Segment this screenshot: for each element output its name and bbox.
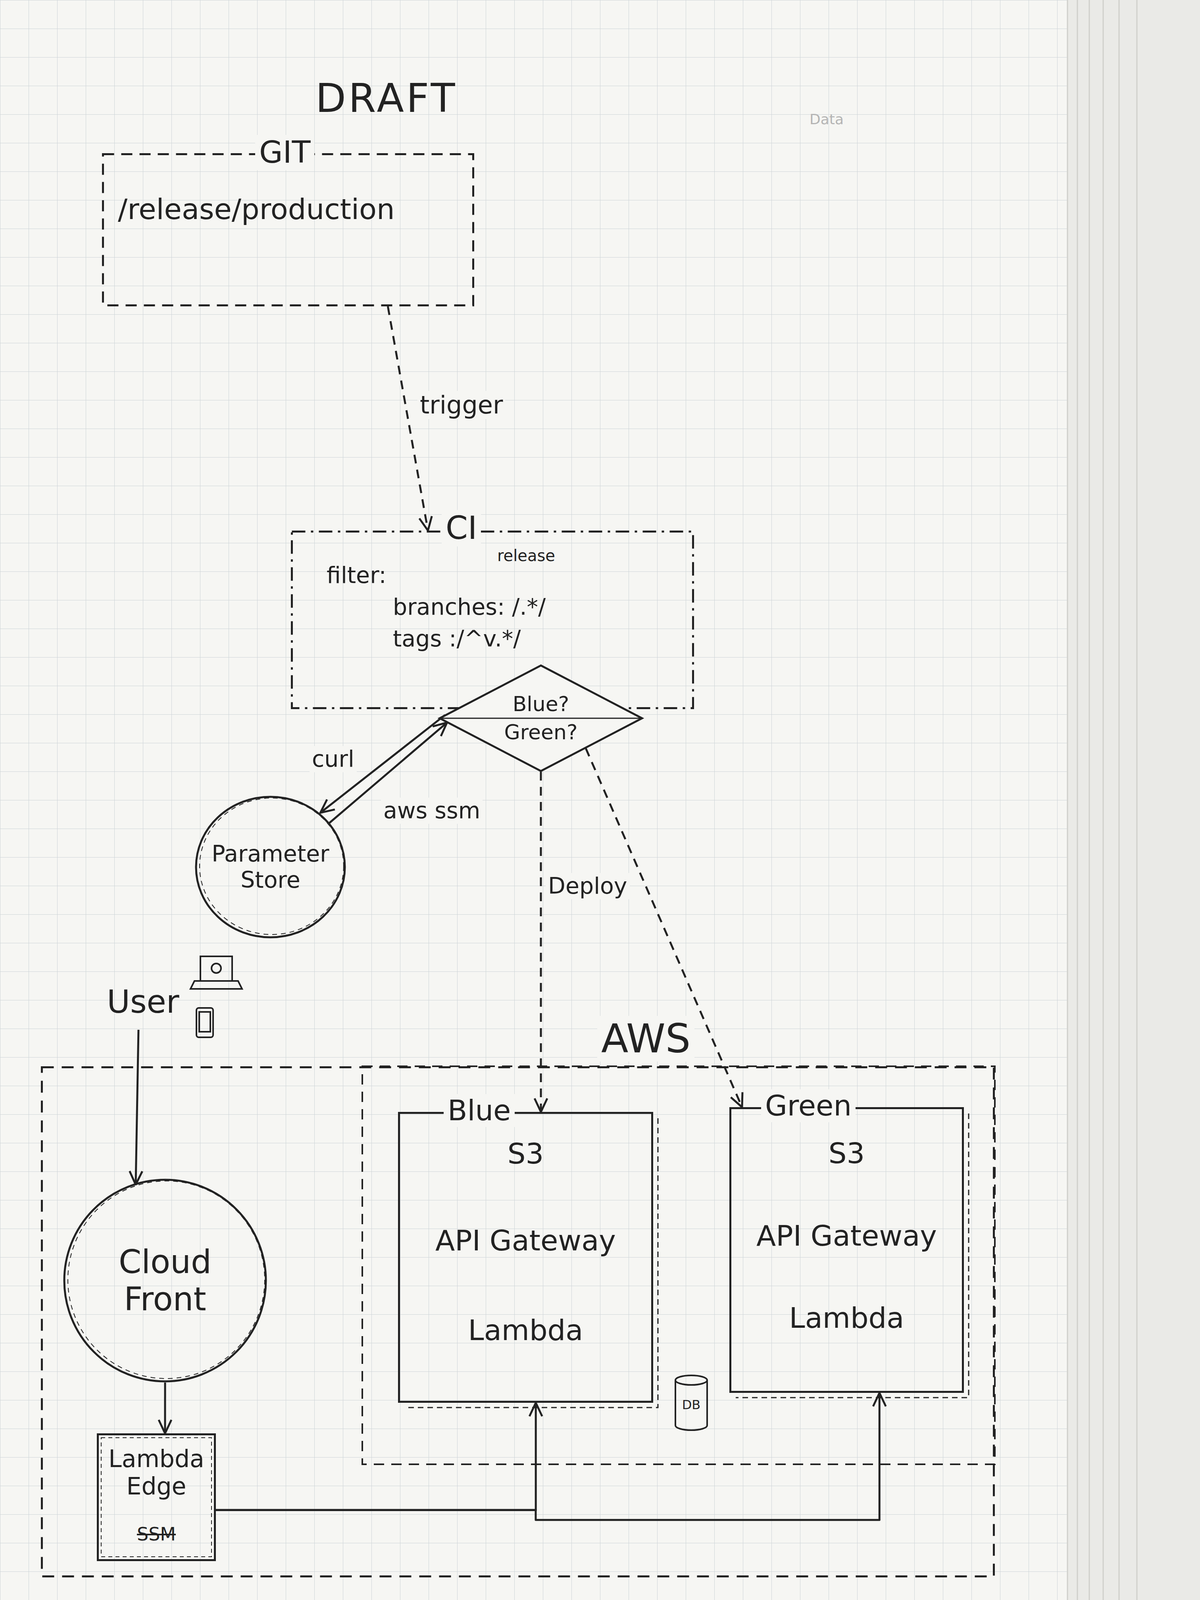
circle-border — [64, 1179, 266, 1382]
connector — [215, 1392, 880, 1520]
database-label: DB — [682, 1397, 701, 1413]
git-repository-box: GIT/release/production — [101, 153, 475, 307]
connector — [163, 1382, 166, 1434]
box-border — [292, 531, 694, 709]
database-body — [675, 1380, 708, 1431]
struck-note: SSM — [136, 1523, 176, 1545]
edge-label: aws ssm — [380, 797, 483, 824]
database-icon — [675, 1375, 708, 1431]
phone-icon — [196, 1007, 214, 1038]
service-name: S3 — [507, 1137, 545, 1171]
edge-label: Deploy — [545, 873, 630, 900]
branch-path: /release/production — [117, 192, 395, 226]
page-edges — [1067, 0, 1137, 1600]
diamond-divider — [440, 717, 642, 720]
service-name: API Gateway — [435, 1224, 616, 1258]
decision-diamond: Blue? Green? — [438, 664, 643, 772]
region-heading: AWS — [597, 1015, 695, 1062]
rect-outline — [101, 153, 475, 307]
circle-text: Cloud Front — [118, 1243, 212, 1319]
box-border — [42, 1067, 995, 1577]
circle-sketch-line — [199, 798, 344, 935]
laptop-icon — [190, 956, 243, 989]
phone-screen — [199, 1011, 211, 1032]
filter-text: branches: /.*/ — [392, 594, 546, 621]
service-name: API Gateway — [756, 1219, 937, 1253]
box-shadow-line — [735, 1113, 969, 1398]
page-stack — [1067, 0, 1200, 1600]
user-actor: User — [97, 974, 189, 1030]
circle-text: Parameter Store — [211, 840, 330, 893]
circle-sketch-line — [67, 1180, 265, 1379]
service-name: Lambda — [789, 1301, 905, 1335]
blue-stack-box: BlueS3API GatewayLambda — [398, 1111, 654, 1403]
connector — [585, 748, 743, 1108]
filter-text: filter: — [326, 562, 387, 589]
box-border — [730, 1108, 964, 1393]
connector — [215, 1402, 536, 1510]
diamond-border — [439, 665, 643, 772]
function-name: Lambda Edge — [108, 1445, 205, 1500]
connector — [135, 1029, 139, 1185]
box-heading: Blue — [443, 1094, 515, 1127]
box-heading: CI — [441, 509, 481, 547]
box-heading: Green — [761, 1089, 856, 1123]
aws-region: BlueS3API GatewayLambda GreenS3API Gatewa… — [40, 1066, 995, 1578]
box-inner-border — [101, 1437, 212, 1557]
paper-sheet — [0, 0, 1068, 1600]
service-name: Lambda — [468, 1313, 584, 1347]
decision-text: Green? — [503, 720, 578, 745]
phone-body — [196, 1007, 214, 1038]
actor-name: User — [106, 983, 179, 1021]
laptop-logo — [211, 963, 222, 974]
page-header-print: Data — [809, 111, 844, 128]
insert-note: release — [497, 546, 556, 565]
box-shadow-line — [404, 1118, 658, 1408]
parameter-store-circle: Parameter Store — [194, 795, 347, 939]
box-border — [399, 1113, 653, 1402]
circle-border — [196, 796, 345, 938]
box-border — [103, 154, 474, 306]
connector — [540, 771, 543, 1112]
deployment-region — [362, 1066, 995, 1465]
page-title: DRAFT — [315, 75, 458, 122]
service-name: S3 — [828, 1136, 866, 1170]
laptop-screen — [200, 956, 233, 981]
diamond-outline — [438, 664, 643, 772]
edge-label: curl — [309, 746, 357, 773]
green-stack-box: GreenS3API GatewayLambda — [729, 1107, 964, 1393]
laptop-base — [190, 980, 243, 989]
box-heading: GIT — [255, 134, 315, 171]
filter-text: tags :/^v.*/ — [392, 625, 522, 652]
grid-lines — [0, 0, 1068, 1600]
lambda-edge-box: Lambda EdgeSSM — [96, 1433, 216, 1562]
box-border — [98, 1434, 216, 1561]
decision-text: Blue? — [512, 692, 570, 717]
cloudfront-circle: Cloud Front — [63, 1178, 268, 1383]
database-top — [675, 1375, 708, 1385]
ci-box: Blue?Green?CIfilter:releasebranches: /.*… — [290, 530, 695, 710]
edge-label: trigger — [417, 390, 506, 420]
